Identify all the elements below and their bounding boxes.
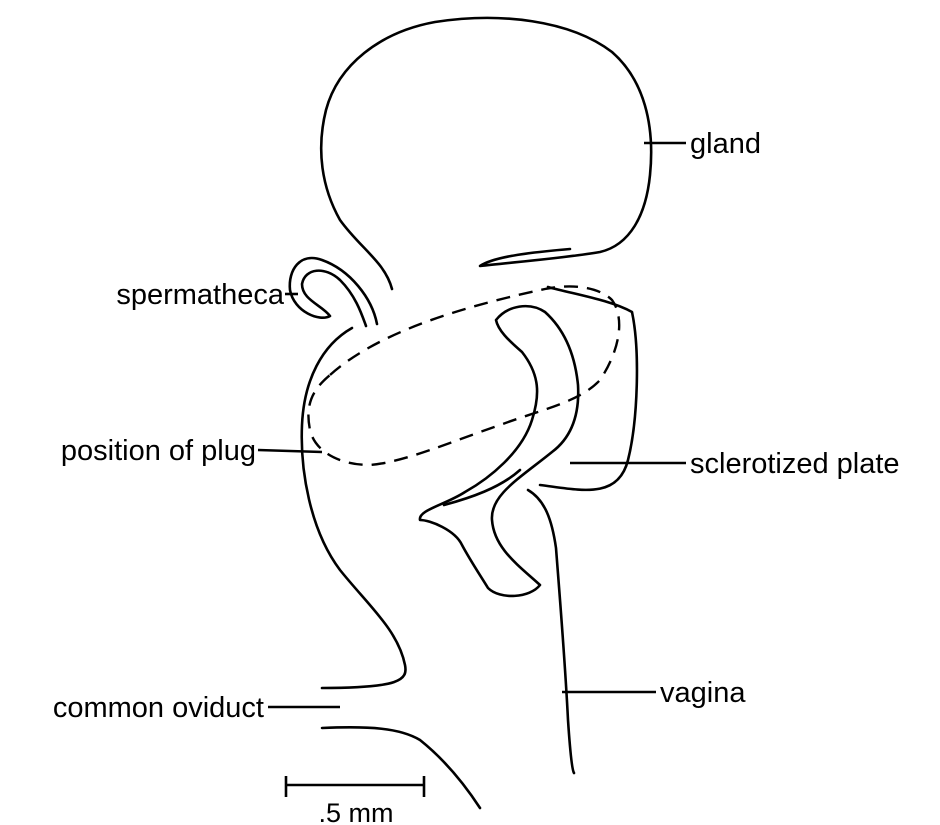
gland-outline [321,18,651,289]
leader-position-of-plug [258,450,322,452]
bursa-left-wall [302,328,406,688]
label-position-of-plug: position of plug [61,435,256,467]
label-gland: gland [690,128,761,160]
scale-bar-label: .5 mm [318,798,393,825]
spermatheca-outline [290,258,377,326]
sclerotized-plate-outline [420,306,578,596]
label-sclerotized-plate: sclerotized plate [690,448,900,480]
label-vagina: vagina [660,677,746,709]
label-spermatheca: spermatheca [116,279,285,311]
scale-bar: .5 mm [286,776,424,825]
plug-position-outline [308,286,619,465]
label-common-oviduct: common oviduct [53,692,264,724]
vagina-outline [528,490,574,773]
oviduct-lower-wall [322,727,480,808]
